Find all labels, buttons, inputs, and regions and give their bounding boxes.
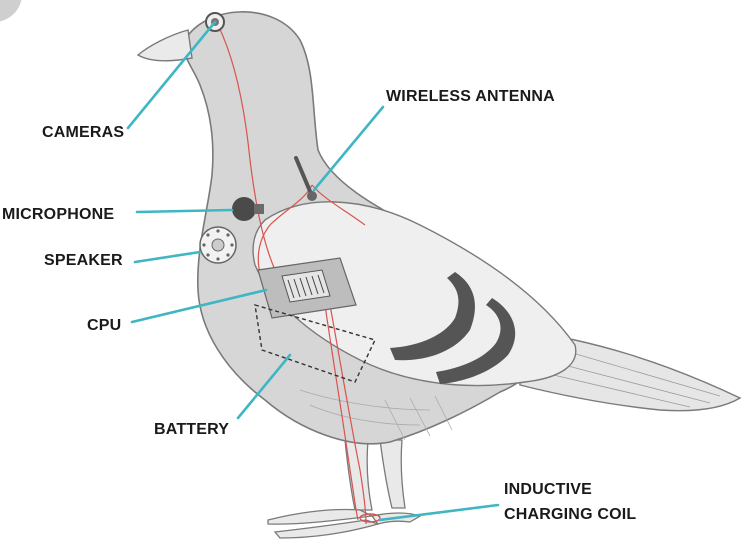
wing-stripes: [390, 272, 516, 384]
leader-battery: [236, 353, 292, 420]
leader-antenna: [312, 105, 385, 192]
wing-feathers: [299, 389, 453, 441]
label-inductive: INDUCTIVE: [504, 481, 593, 498]
antenna-icon: [294, 156, 317, 201]
label-wireless-antenna: WIRELESS ANTENNA: [386, 88, 555, 105]
leader-cpu: [130, 288, 268, 324]
label-battery: BATTERY: [154, 421, 230, 438]
cpu-chip-icon: [257, 257, 357, 319]
leader-speaker: [133, 250, 202, 264]
pigeon-beak: [136, 29, 193, 62]
label-speaker: SPEAKER: [44, 252, 123, 269]
leader-microphone: [135, 208, 234, 214]
label-microphone: MICROPHONE: [2, 206, 115, 223]
label-cpu: CPU: [87, 317, 122, 334]
pigeon-legs: [267, 439, 422, 539]
leader-lines: [126, 20, 500, 522]
leader-coil: [378, 503, 500, 522]
microphone-icon: [232, 197, 264, 221]
internal-wiring: [217, 24, 367, 525]
label-cameras: CAMERAS: [42, 124, 125, 141]
battery-outline: [254, 304, 376, 383]
label-charging-coil: CHARGING COIL: [504, 506, 637, 523]
charging-coil-icon: [359, 513, 381, 523]
speaker-icon: [199, 226, 237, 264]
leader-cameras: [126, 20, 217, 130]
